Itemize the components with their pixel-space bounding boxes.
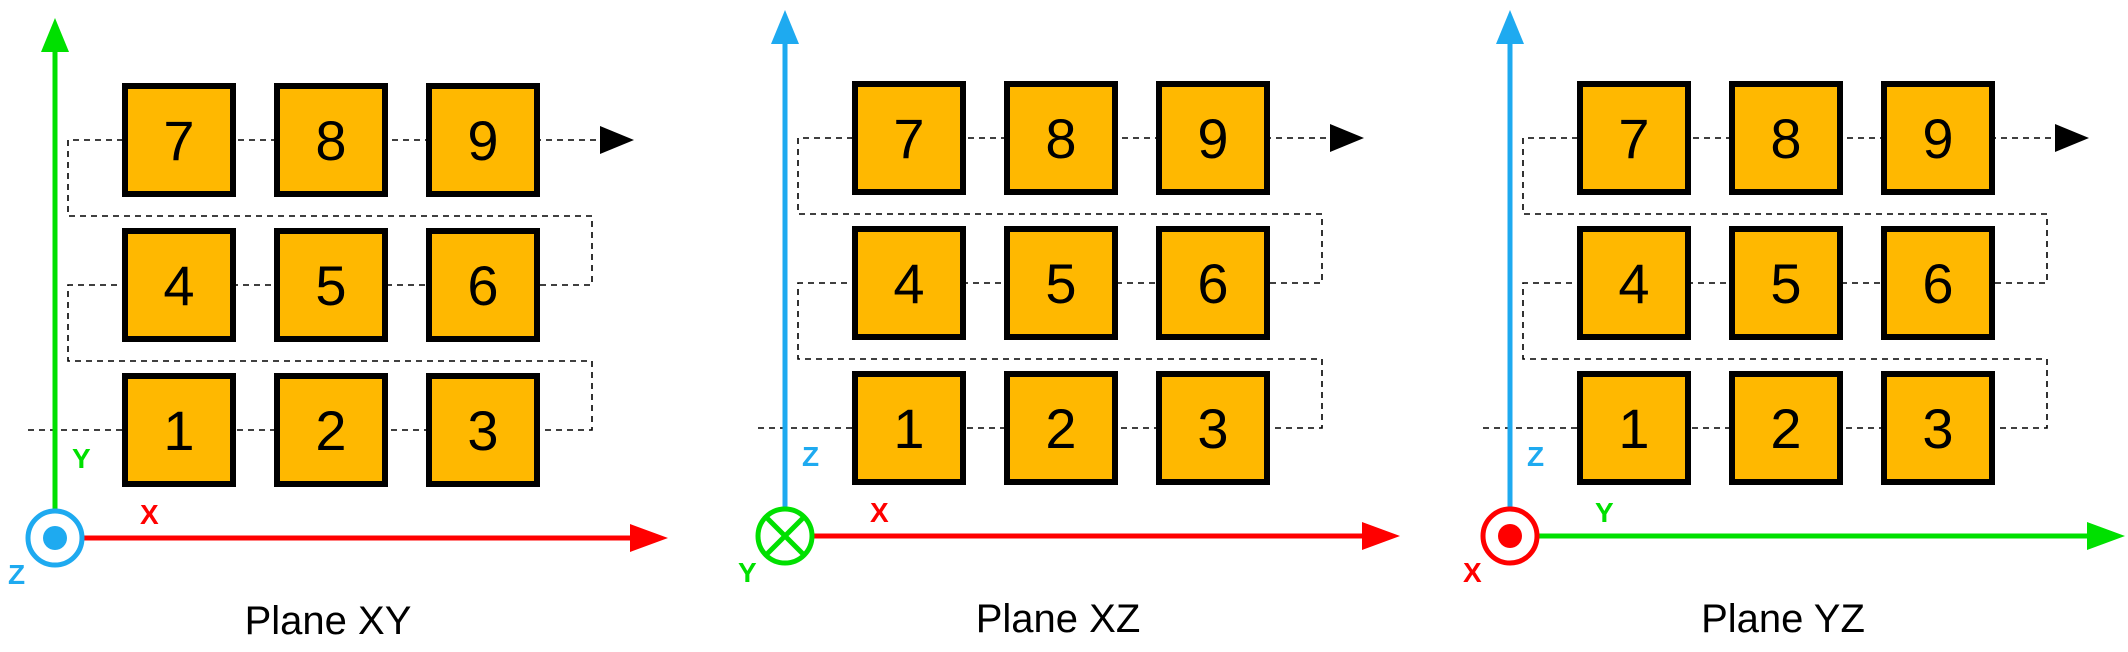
grid-cell <box>1577 371 1691 485</box>
grid-cell <box>1004 371 1118 485</box>
grid-cell <box>1577 226 1691 340</box>
panel-2: 7 8 9 4 5 6 1 2 3Z X Y Plane XZ <box>738 10 1400 641</box>
panel-title: Plane YZ <box>1701 597 1865 641</box>
panel-3: 7 8 9 4 5 6 1 2 3Z Y X Plane YZ <box>1463 10 2125 641</box>
vertical-axis-label: Z <box>802 441 819 472</box>
grid-cell-number: 5 <box>315 254 346 317</box>
grid-cell <box>274 228 388 342</box>
grid-cell <box>426 83 540 197</box>
grid-cell <box>122 228 236 342</box>
horizontal-axis-arrowhead <box>2087 522 2125 550</box>
grid-cell-number: 5 <box>1770 252 1801 315</box>
grid-cell-number: 8 <box>1770 107 1801 170</box>
grid-cell-number: 8 <box>315 109 346 172</box>
grid-cell <box>426 373 540 487</box>
grid-cell-number: 5 <box>1045 252 1076 315</box>
grid-cell <box>1881 226 1995 340</box>
grid-cell <box>1156 226 1270 340</box>
grid-cell-number: 1 <box>893 397 924 460</box>
scan-path-arrowhead <box>1330 124 1364 152</box>
grid-cell-number: 6 <box>1922 252 1953 315</box>
grid-cell-number: 3 <box>467 399 498 462</box>
grid-cell-number: 9 <box>467 109 498 172</box>
grid-cell <box>852 371 966 485</box>
grid-cell-number: 8 <box>1045 107 1076 170</box>
grid-cell-number: 4 <box>893 252 924 315</box>
grid-cell <box>1004 226 1118 340</box>
grid-cell-number: 6 <box>467 254 498 317</box>
vertical-axis-label: Y <box>72 443 91 474</box>
origin-axis-label: Z <box>8 559 25 590</box>
horizontal-axis-label: Y <box>1595 497 1614 528</box>
grid-cell <box>1729 81 1843 195</box>
grid-cell <box>122 83 236 197</box>
horizontal-axis-label: X <box>870 497 889 528</box>
origin-axis-dot-icon <box>1498 524 1522 548</box>
grid-cell-number: 7 <box>163 109 194 172</box>
grid-cell <box>1729 371 1843 485</box>
grid-cell-number: 6 <box>1197 252 1228 315</box>
grid-cell-number: 1 <box>163 399 194 462</box>
grid-cell <box>1004 81 1118 195</box>
grid-cell-number: 2 <box>315 399 346 462</box>
grid-cell <box>1881 371 1995 485</box>
grid-cell-number: 2 <box>1045 397 1076 460</box>
panel-title: Plane XY <box>245 599 412 643</box>
horizontal-axis-label: X <box>140 499 159 530</box>
grid-cell <box>1577 81 1691 195</box>
grid-cell <box>1881 81 1995 195</box>
origin-axis-dot-icon <box>43 526 67 550</box>
grid-cell <box>1729 226 1843 340</box>
scan-path <box>1483 137 2055 429</box>
grid-cell-number: 2 <box>1770 397 1801 460</box>
vertical-axis-arrowhead <box>41 18 69 52</box>
grid-cell-number: 1 <box>1618 397 1649 460</box>
vertical-axis-label: Z <box>1527 441 1544 472</box>
scan-path-arrowhead <box>2055 124 2089 152</box>
scan-path <box>758 137 1330 429</box>
scan-path-arrowhead <box>600 126 634 154</box>
grid-cell <box>426 228 540 342</box>
horizontal-axis-arrowhead <box>630 524 668 552</box>
grid-cell-number: 4 <box>163 254 194 317</box>
grid-cell <box>852 81 966 195</box>
vertical-axis-arrowhead <box>1496 10 1524 44</box>
origin-axis-label: X <box>1463 557 1482 588</box>
grid-cell-number: 3 <box>1197 397 1228 460</box>
scan-path <box>28 139 600 431</box>
grid-cell-number: 9 <box>1197 107 1228 170</box>
grid-cell-number: 9 <box>1922 107 1953 170</box>
grid-cell <box>274 83 388 197</box>
vertical-axis-arrowhead <box>771 10 799 44</box>
grid-cell-number: 7 <box>893 107 924 170</box>
grid-cell-number: 3 <box>1922 397 1953 460</box>
grid-cell <box>274 373 388 487</box>
horizontal-axis-arrowhead <box>1362 522 1400 550</box>
grid-cell <box>1156 371 1270 485</box>
origin-axis-cross-icon <box>765 516 805 556</box>
grid-cell-number: 7 <box>1618 107 1649 170</box>
panel-1: 7 8 9 4 5 6 1 2 3Y X Z Plane XY <box>8 18 668 643</box>
origin-axis-label: Y <box>738 557 757 588</box>
grid-cell <box>122 373 236 487</box>
panel-title: Plane XZ <box>976 597 1141 641</box>
grid-cell <box>1156 81 1270 195</box>
grid-cell-number: 4 <box>1618 252 1649 315</box>
grid-cell <box>852 226 966 340</box>
